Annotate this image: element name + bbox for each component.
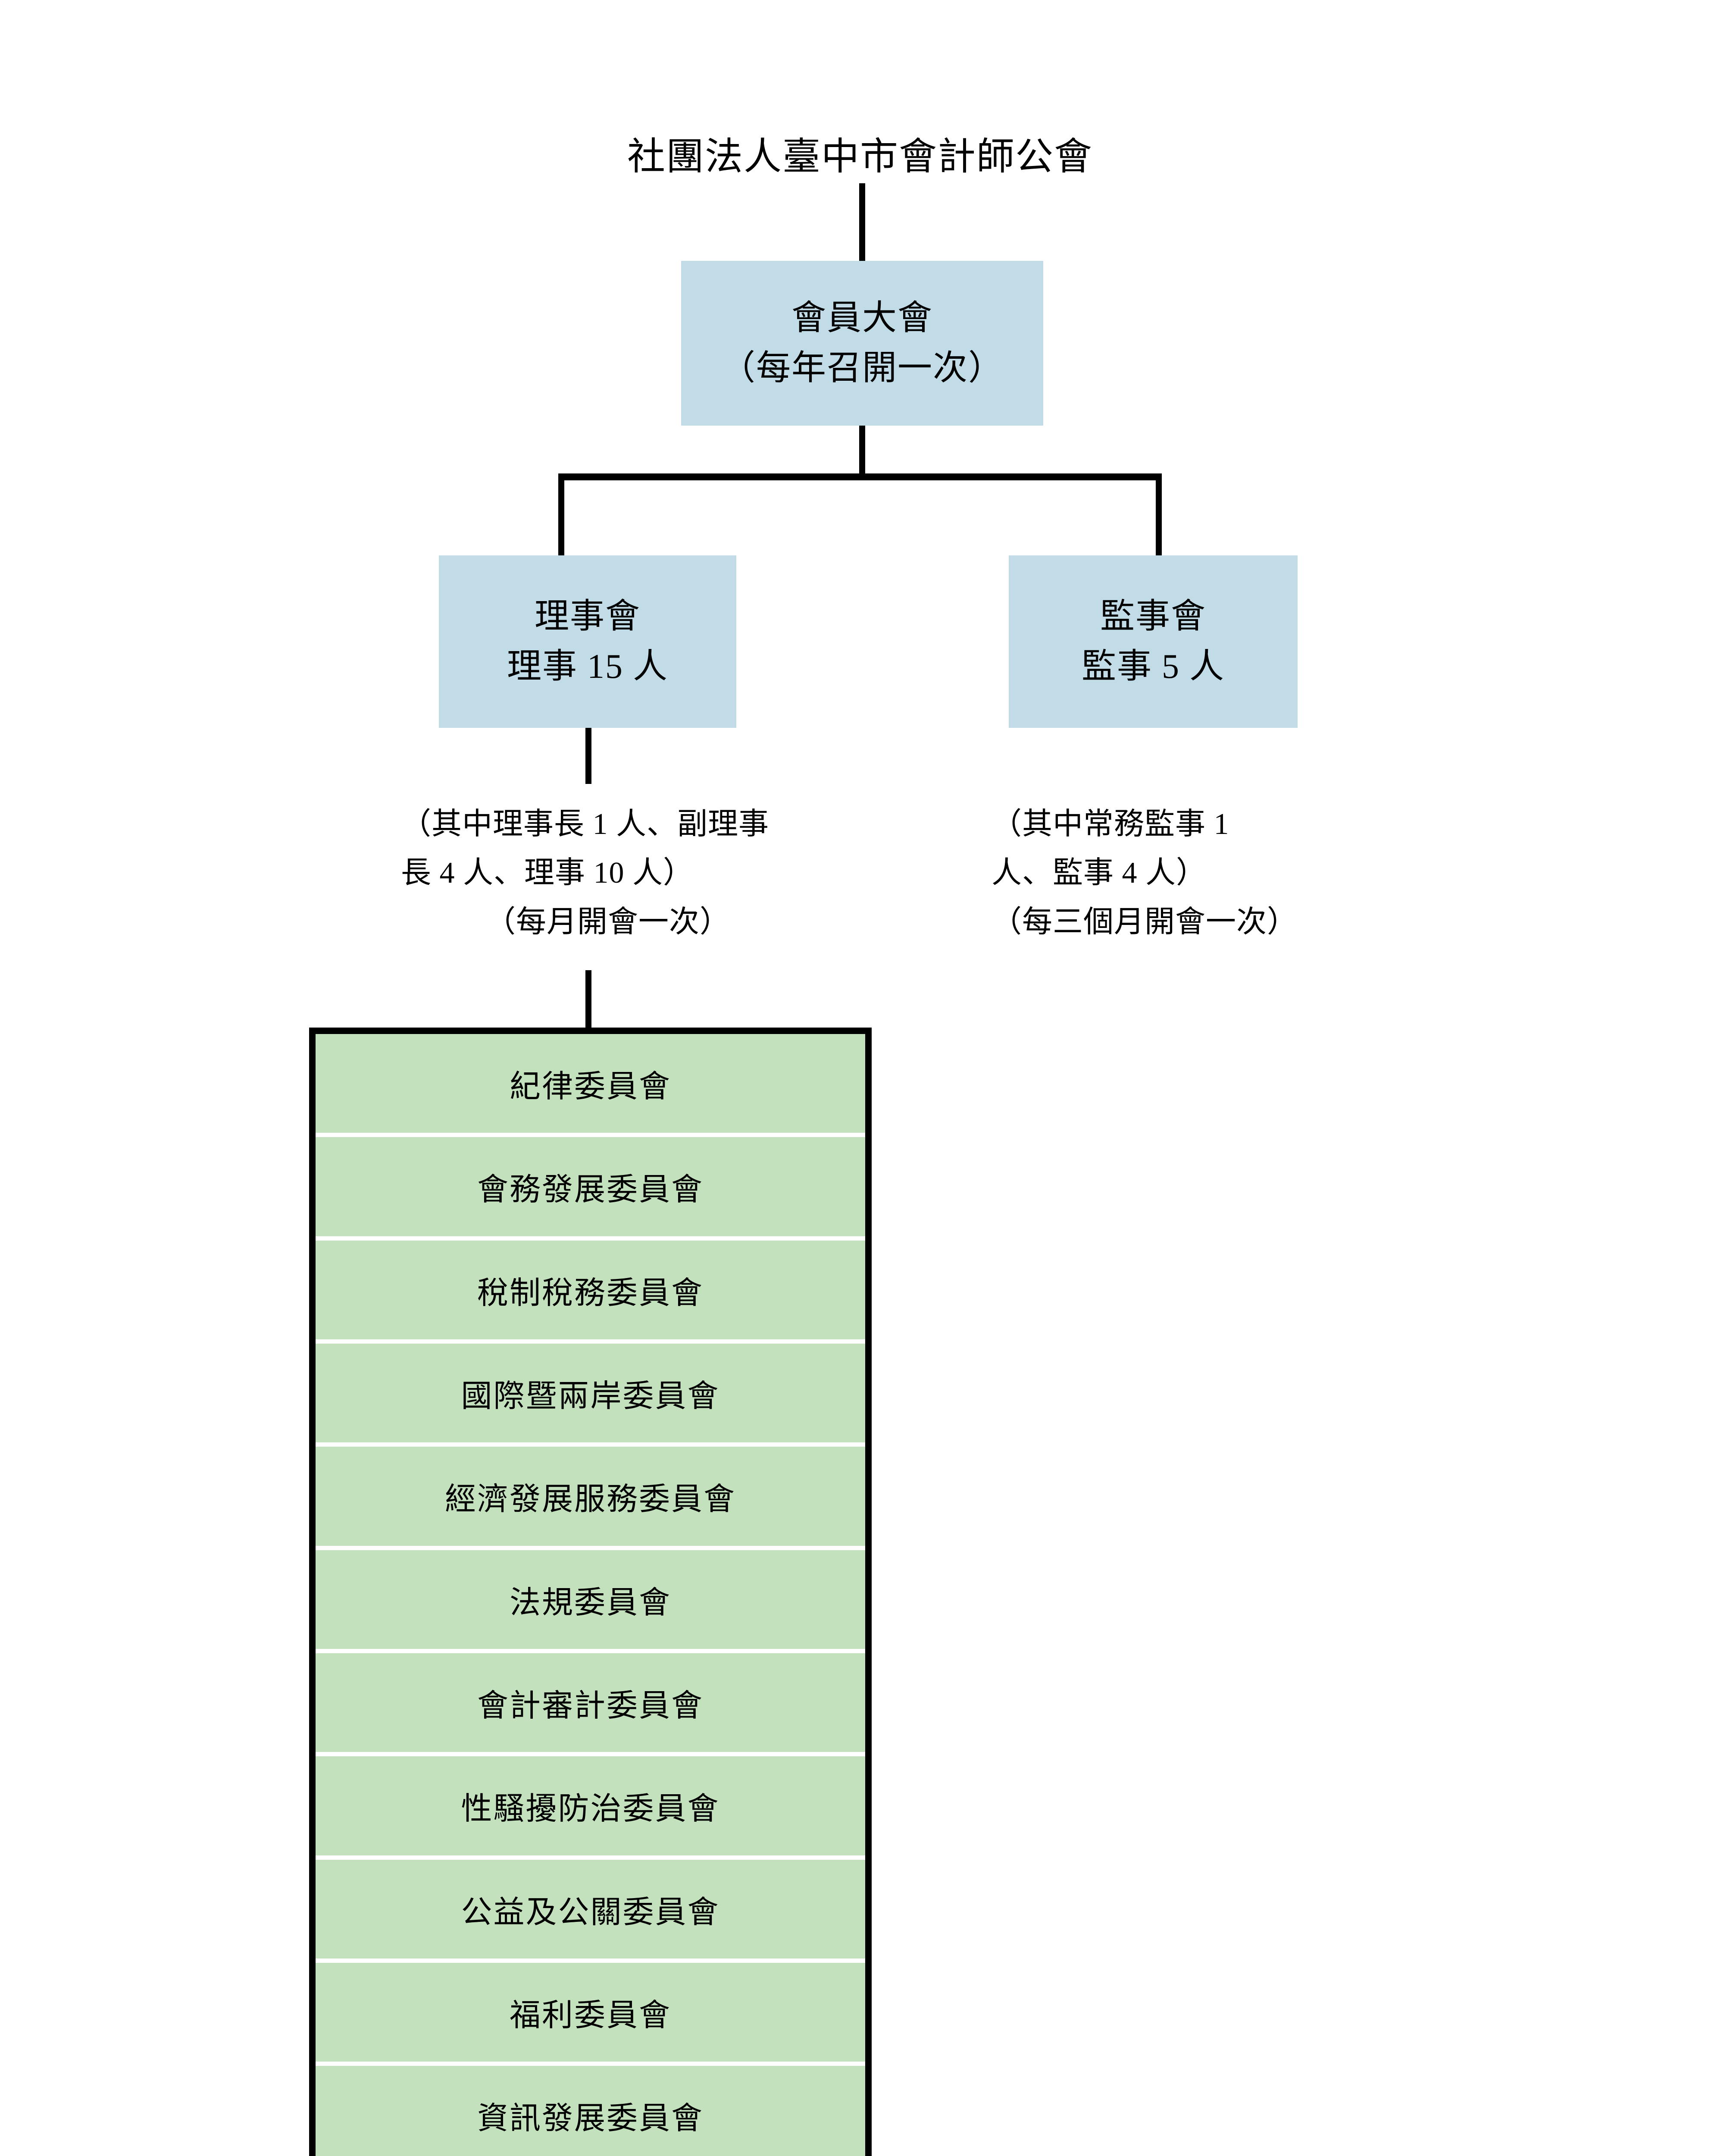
- note-board-line-2: 長 4 人、理事 10 人）: [401, 856, 694, 890]
- organization-title: 社團法人臺中市會計師公會: [627, 136, 1093, 178]
- note-board-meeting-frequency: （每月開會一次）: [485, 905, 730, 939]
- connector-bus-to-board: [558, 473, 564, 556]
- connector-assembly-stem: [859, 426, 865, 479]
- committee-label: 會計審計委員會: [477, 1689, 704, 1724]
- connector-board-to-note: [585, 728, 591, 784]
- committee-label: 會務發展委員會: [477, 1172, 704, 1207]
- committee-label: 公益及公關委員會: [461, 1895, 720, 1930]
- committee-item[interactable]: 經濟發展服務委員會: [316, 1447, 865, 1546]
- note-board-line-1: （其中理事長 1 人、副理事: [401, 808, 769, 841]
- node-board-title: 理事會: [535, 598, 641, 636]
- note-supervisors-meeting-frequency: （每三個月開會一次）: [992, 905, 1298, 939]
- node-board-headcount: 理事 15 人: [507, 648, 668, 686]
- committee-item[interactable]: 會計審計委員會: [316, 1653, 865, 1752]
- node-member-assembly-frequency: （每年召開一次）: [721, 349, 1004, 387]
- node-board-of-supervisors[interactable]: 監事會 監事 5 人: [1009, 555, 1298, 728]
- node-supervisors-headcount: 監事 5 人: [1082, 648, 1225, 686]
- note-supervisors-composition: （其中常務監事 1 人、監事 4 人） （每三個月開會一次）: [992, 800, 1319, 946]
- committee-item[interactable]: 福利委員會: [316, 1962, 865, 2062]
- committee-item[interactable]: 會務發展委員會: [316, 1137, 865, 1236]
- note-supervisors-line-2: 人、監事 4 人）: [992, 856, 1207, 890]
- note-board-composition: （其中理事長 1 人、副理事 長 4 人、理事 10 人） （每月開會一次）: [401, 800, 815, 946]
- committee-item[interactable]: 性騷擾防治委員會: [316, 1756, 865, 1855]
- connector-board-to-committees: [585, 970, 591, 1031]
- connector-title-to-assembly: [859, 183, 865, 262]
- committee-item[interactable]: 稅制稅務委員會: [316, 1240, 865, 1339]
- node-member-assembly[interactable]: 會員大會 （每年召開一次）: [681, 261, 1043, 426]
- committee-label: 法規委員會: [509, 1585, 671, 1620]
- committee-panel: 紀律委員會 會務發展委員會 稅制稅務委員會 國際暨兩岸委員會 經濟發展服務委員會…: [309, 1028, 872, 2156]
- note-supervisors-line-1: （其中常務監事 1: [992, 808, 1229, 841]
- connector-bus-to-supervisors: [1156, 473, 1162, 556]
- committee-label: 紀律委員會: [509, 1069, 671, 1104]
- committee-item[interactable]: 法規委員會: [316, 1550, 865, 1649]
- committee-label: 稅制稅務委員會: [477, 1275, 704, 1310]
- committee-label: 經濟發展服務委員會: [444, 1482, 736, 1517]
- committee-item[interactable]: 國際暨兩岸委員會: [316, 1343, 865, 1443]
- committee-label: 資訊發展委員會: [477, 2101, 704, 2136]
- committee-label: 福利委員會: [509, 1998, 671, 2033]
- committee-label: 國際暨兩岸委員會: [461, 1379, 720, 1414]
- connector-horizontal-bus: [558, 473, 1162, 480]
- committee-label: 性騷擾防治委員會: [461, 1792, 720, 1827]
- node-supervisors-title: 監事會: [1100, 598, 1206, 636]
- committee-item[interactable]: 資訊發展委員會: [316, 2066, 865, 2156]
- committee-item[interactable]: 紀律委員會: [316, 1034, 865, 1133]
- committee-item[interactable]: 公益及公關委員會: [316, 1859, 865, 1959]
- node-member-assembly-title: 會員大會: [791, 299, 933, 337]
- node-board-of-directors[interactable]: 理事會 理事 15 人: [439, 555, 736, 728]
